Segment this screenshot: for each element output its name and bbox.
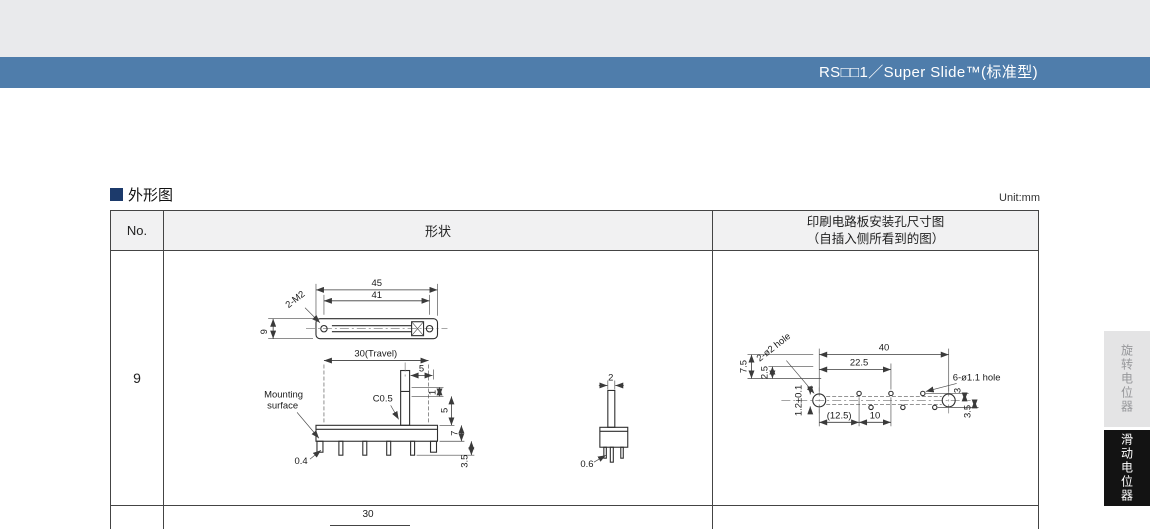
column-header-pcb-line2: （自插入侧所看到的图） [806, 231, 945, 246]
mounting-surface-label-line1: Mounting [264, 389, 303, 400]
shape-side-view: 30(Travel) 5 C0.5 [264, 349, 475, 468]
shape-cell: 45 41 9 2-M2 30(Travel) [164, 251, 713, 505]
dim-12-5-label: (12.5) [827, 410, 852, 421]
dim-3-label: 3 [953, 388, 964, 393]
table-row: 9 [111, 251, 1038, 506]
terminal-hole [932, 404, 938, 411]
column-header-no: No. [111, 211, 164, 250]
dim-3-5-label: 3.5 [459, 455, 470, 468]
dim-2-5-label: 2.5 [759, 366, 770, 379]
next-table-row-partial: 30 [111, 506, 1038, 529]
pot-body-side-outline [315, 424, 439, 442]
dim-0-6-label: 0.6 [580, 459, 593, 470]
side-tab-slide-potentiometers[interactable]: 滑动电位器 [1104, 430, 1150, 506]
terminal-hole [920, 390, 926, 397]
top-band [0, 0, 1150, 57]
unit-label: Unit:mm [999, 192, 1040, 204]
dim-1-label: 1 [428, 390, 439, 395]
page-title: RS□□1／Super Slide™(标准型) [818, 64, 1038, 81]
column-header-shape: 形状 [164, 211, 713, 250]
slider-knob [411, 321, 425, 337]
dim-45-label: 45 [371, 278, 382, 289]
screw-hole-left [320, 324, 328, 333]
next-row-dim-label: 30 [362, 509, 374, 520]
pcb-cell: 40 22.5 7.5 2.5 1.2±0.1 3 [713, 251, 1038, 505]
dim-7-5-label: 7.5 [739, 360, 750, 373]
shape-top-view: 45 41 9 2-M2 [259, 278, 448, 340]
mounting-hole-right [941, 393, 956, 408]
terminal-hole-callout: 6-ø1.1 hole [953, 372, 1001, 383]
travel-dim-label: 30(Travel) [354, 349, 397, 360]
next-row-dim-line [330, 525, 410, 526]
next-row-shape-cell: 30 [164, 506, 713, 529]
terminal-pin [362, 440, 368, 456]
terminal-hole [856, 390, 862, 397]
section-header: 外形图 [110, 184, 173, 205]
mounting-hole-left [812, 393, 827, 408]
dim-5-top-label: 5 [419, 364, 424, 375]
terminal-hole [868, 404, 874, 411]
pcb-drawing: 40 22.5 7.5 2.5 1.2±0.1 3 [739, 331, 1001, 427]
dim-9-label: 9 [259, 329, 270, 334]
slot-width-label: 1.2±0.1 [793, 385, 804, 416]
dim-2-label: 2 [608, 372, 613, 383]
dim-40-label: 40 [879, 343, 890, 354]
dim-3-5-label: 3.5 [963, 405, 974, 418]
outline-drawing-table: No. 形状 印刷电路板安装孔尺寸图 （自插入侧所看到的图） 9 [110, 210, 1039, 529]
terminal-pin [386, 440, 392, 456]
terminal-hole [900, 404, 906, 411]
dim-5-side-label: 5 [439, 408, 450, 413]
side-tab-rotary-label: 旋转电位器 [1119, 344, 1134, 414]
terminal-pin [338, 440, 344, 456]
terminal-pin [410, 440, 416, 456]
pot-body-end-outline [599, 426, 629, 448]
screw-hole-right [425, 324, 434, 333]
side-tab-slide-label: 滑动电位器 [1119, 433, 1134, 503]
dim-22-5-label: 22.5 [850, 358, 868, 369]
next-row-pcb-cell [713, 506, 1038, 529]
lever-end-view [607, 389, 616, 428]
next-row-number-cell [111, 506, 164, 529]
dim-10-label: 10 [870, 410, 881, 421]
chamfer-label: C0.5 [373, 393, 393, 404]
mounting-surface-label-line2: surface [267, 400, 298, 411]
row-number-cell: 9 [111, 251, 164, 505]
terminal-hole [888, 390, 894, 397]
pcb-hole-view: 40 22.5 7.5 2.5 1.2±0.1 3 [739, 331, 1001, 427]
pot-body-top-outline [315, 318, 439, 340]
shape-end-view: 2 0.6 [580, 372, 629, 470]
title-bar: RS□□1／Super Slide™(标准型) [0, 57, 1150, 88]
section-marker-icon [110, 188, 123, 201]
dim-0-4-label: 0.4 [294, 456, 307, 467]
dim-7-label: 7 [449, 431, 460, 436]
section-title: 外形图 [128, 187, 174, 204]
lever [400, 369, 411, 426]
column-header-pcb-line1: 印刷电路板安装孔尺寸图 [806, 214, 945, 229]
shape-drawing: 45 41 9 2-M2 30(Travel) [259, 278, 629, 470]
screw-spec-label: 2-M2 [284, 289, 308, 311]
mounting-hole-callout: 2-ø2 hole [755, 331, 793, 364]
column-header-pcb: 印刷电路板安装孔尺寸图 （自插入侧所看到的图） [713, 211, 1038, 250]
side-tab-rotary-potentiometers[interactable]: 旋转电位器 [1104, 331, 1150, 427]
dim-41-label: 41 [371, 290, 382, 301]
table-header-row: No. 形状 印刷电路板安装孔尺寸图 （自插入侧所看到的图） [111, 211, 1038, 251]
